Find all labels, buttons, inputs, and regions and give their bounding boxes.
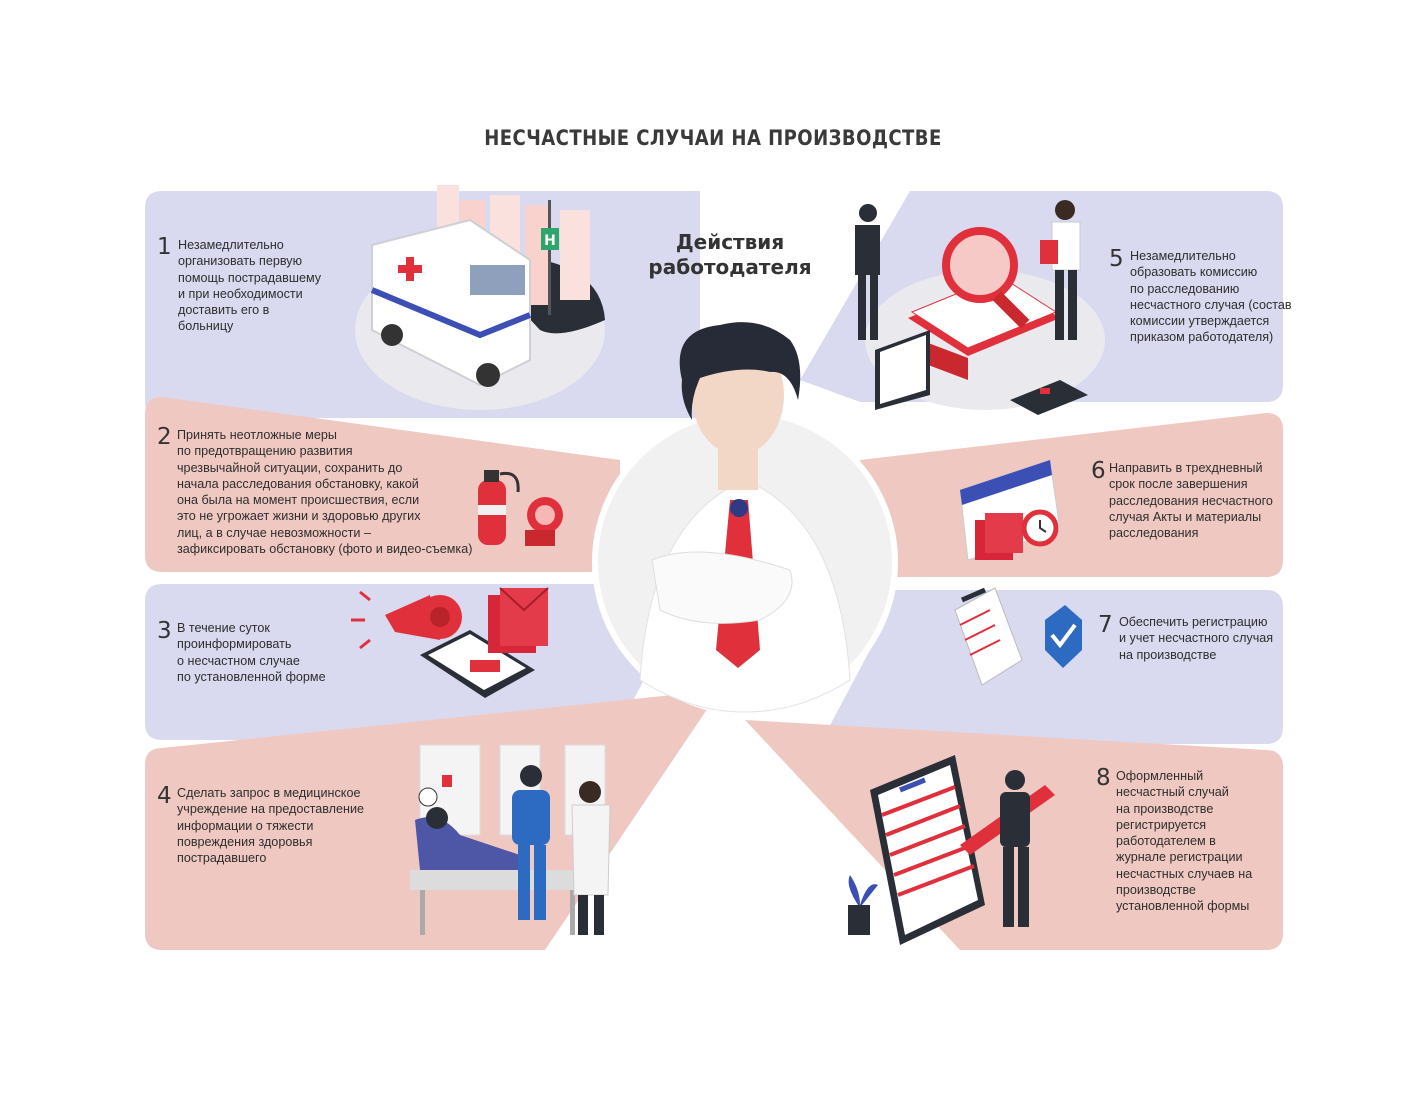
laptop-icon (875, 330, 930, 410)
step-text-2: Принять неотложные меры по предотвращени… (177, 428, 473, 557)
calculator-icon (1010, 380, 1088, 415)
alarm-bell-icon (525, 497, 563, 546)
step-number-5: 5 (1109, 246, 1124, 272)
center-subtitle: Действия работодателя (648, 230, 812, 279)
document-icon (954, 587, 1023, 686)
step-text-1: Незамедлительно организовать первую помо… (178, 238, 322, 334)
panel-7 (820, 590, 1283, 744)
step-text-6: Направить в трехдневный срок после завер… (1109, 461, 1273, 541)
step-text-8: Оформленный несчастный случай на произво… (1116, 769, 1253, 914)
doctor-icon (512, 765, 611, 935)
writer-person (1000, 770, 1030, 927)
plant-icon (848, 875, 878, 935)
fire-extinguisher-icon (478, 470, 520, 545)
step-number-6: 6 (1091, 458, 1106, 484)
step-number-4: 4 (157, 783, 172, 809)
step-text-3: В течение суток проинформировать о несча… (177, 621, 326, 684)
megaphone-icon (351, 590, 462, 650)
envelope-icon (488, 587, 549, 653)
step-text-5: Незамедлительно образовать комиссию по р… (1130, 249, 1292, 345)
checkmark-icon (1045, 605, 1082, 668)
hospital-sign-icon: H (544, 233, 556, 249)
alarm-clock-icon (1021, 509, 1059, 547)
step-number-2: 2 (157, 424, 172, 450)
step-text-4: Сделать запрос в медицинское учреждение … (177, 786, 365, 866)
step-number-7: 7 (1098, 612, 1113, 638)
step-number-3: 3 (157, 618, 172, 644)
step-number-1: 1 (157, 234, 172, 260)
ambulance-icon: H (355, 185, 605, 410)
commission-people (855, 200, 1081, 340)
step-number-8: 8 (1096, 765, 1111, 791)
clipboard-icon (870, 755, 985, 945)
page-title: НЕСЧАСТНЫЕ СЛУЧАИ НА ПРОИЗВОДСТВЕ (484, 126, 942, 150)
employer-avatar (592, 322, 898, 715)
step-text-7: Обеспечить регистрацию и учет несчастног… (1119, 615, 1274, 662)
phone-icon (420, 630, 535, 698)
